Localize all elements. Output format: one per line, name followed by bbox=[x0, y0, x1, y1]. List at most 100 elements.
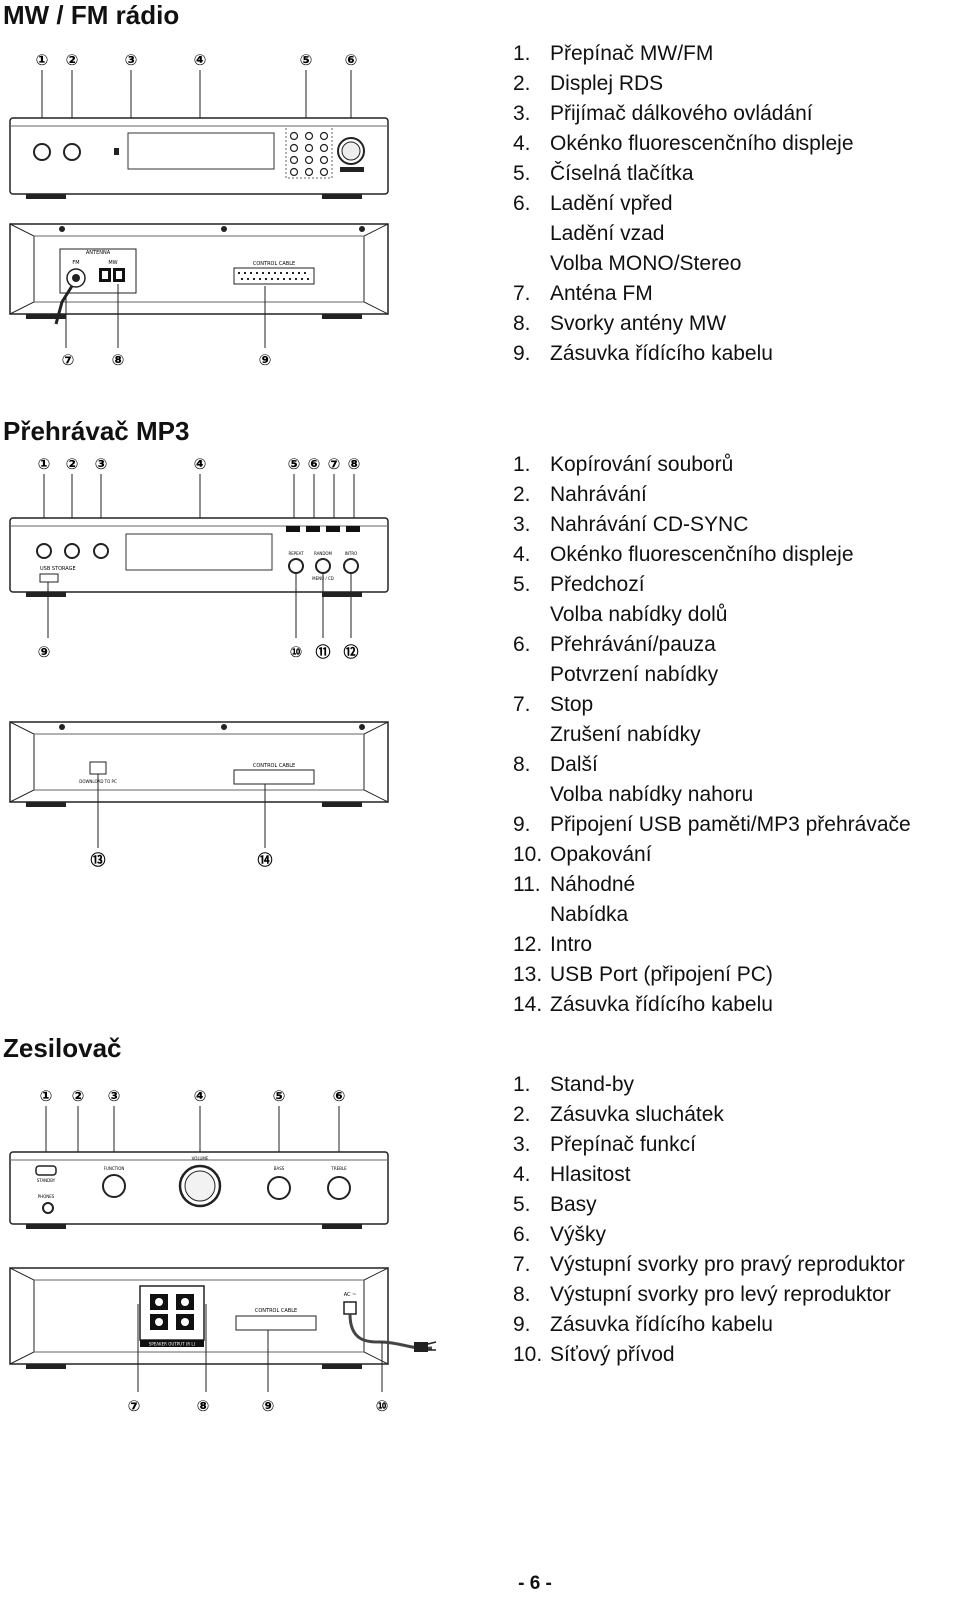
list-item: 3.Nahrávání CD-SYNC bbox=[513, 510, 911, 540]
callout-2: ② bbox=[66, 51, 79, 69]
item-text: Kopírování souborů bbox=[550, 453, 734, 476]
item-text: Displej RDS bbox=[550, 72, 664, 95]
mp3-diagram: ① ② ③ ④ ⑤ ⑥ ⑦ ⑧ USB STORAGE REPEAT RANDO… bbox=[9, 455, 389, 869]
list-item: 2.Zásuvka sluchátek bbox=[513, 1100, 905, 1130]
item-number: 3. bbox=[513, 513, 531, 536]
callout-4: ④ bbox=[194, 1087, 207, 1105]
item-number: 5. bbox=[513, 1193, 531, 1216]
list-item: Potvrzení nabídky bbox=[513, 660, 911, 690]
item-text: Okénko fluorescenčního displeje bbox=[550, 543, 854, 566]
item-number: 11. bbox=[513, 873, 541, 896]
page-number: - 6 - bbox=[518, 1573, 552, 1594]
callout-8: ⑧ bbox=[112, 351, 125, 369]
item-text: Anténa FM bbox=[550, 282, 653, 305]
list-item: 10.Síťový přívod bbox=[513, 1340, 905, 1370]
callout-9: ⑨ bbox=[262, 1397, 275, 1415]
item-number: 3. bbox=[513, 1133, 531, 1156]
standby-label: STANDBY bbox=[37, 1178, 56, 1183]
item-text: USB Port (připojení PC) bbox=[550, 963, 773, 986]
item-number: 7. bbox=[513, 1253, 531, 1276]
list-item: Ladění vzad bbox=[513, 219, 854, 249]
list-item: 9.Zásuvka řídícího kabelu bbox=[513, 1310, 905, 1340]
list-item: Volba nabídky nahoru bbox=[513, 780, 911, 810]
list-item: Nabídka bbox=[513, 900, 911, 930]
list-item: 5. Basy bbox=[513, 1190, 905, 1220]
list-item: 1.Kopírování souborů bbox=[513, 450, 911, 480]
item-number: 2. bbox=[513, 1103, 531, 1126]
callout-1: ① bbox=[38, 455, 51, 473]
item-text: Ladění vzad bbox=[550, 222, 665, 245]
item-number: 8. bbox=[513, 753, 531, 776]
radio-bottom-callouts: ⑦ ⑧ ⑨ bbox=[62, 351, 272, 369]
callout-5: ⑤ bbox=[300, 51, 313, 69]
list-item: 2. Nahrávání bbox=[513, 480, 911, 510]
item-text: Další bbox=[550, 753, 598, 776]
callout-2: ② bbox=[72, 1087, 85, 1105]
callout-7: ⑦ bbox=[328, 455, 341, 473]
control-cable-label: CONTROL CABLE bbox=[253, 763, 295, 769]
callout-8: ⑧ bbox=[348, 455, 361, 473]
item-text: Basy bbox=[550, 1193, 597, 1216]
callout-10: ⑩ bbox=[290, 643, 303, 661]
list-item: 9.Zásuvka řídícího kabelu bbox=[513, 339, 854, 369]
item-number: 6. bbox=[513, 1223, 531, 1246]
function-label: FUNCTION bbox=[104, 1166, 125, 1171]
callout-8: ⑧ bbox=[197, 1397, 210, 1415]
list-item: 12.Intro bbox=[513, 930, 911, 960]
callout-3: ③ bbox=[95, 455, 108, 473]
usb-storage-label: USB STORAGE bbox=[40, 566, 76, 572]
item-text: Zásuvka řídícího kabelu bbox=[550, 1313, 773, 1336]
section-title-amplifier: Zesilovač bbox=[3, 1033, 122, 1063]
mp3-front-panel: USB STORAGE REPEAT RANDOM INTRO MENU / C… bbox=[9, 517, 389, 597]
callout-9: ⑨ bbox=[259, 351, 272, 369]
callout-13: ⑬ bbox=[90, 851, 105, 869]
list-item: 7.Stop bbox=[513, 690, 911, 720]
list-item: 6.Přehrávání/pauza bbox=[513, 630, 911, 660]
item-text: Ladění vpřed bbox=[550, 192, 673, 215]
item-text: Přepínač funkcí bbox=[550, 1133, 696, 1156]
mp3-bottom-callouts: ⑬ ⑭ bbox=[90, 851, 272, 869]
item-text: Výstupní svorky pro pravý reproduktor bbox=[550, 1253, 905, 1276]
mp3-mid-callouts: ⑨ ⑩ ⑪ ⑫ bbox=[38, 643, 359, 661]
item-number: 8. bbox=[513, 312, 531, 335]
item-number: 10. bbox=[513, 843, 543, 866]
item-number: 4. bbox=[513, 1163, 531, 1186]
mp3-rear-panel: DOWNLOAD TO PC CONTROL CABLE bbox=[9, 721, 389, 807]
item-number: 10. bbox=[513, 1343, 543, 1366]
ac-label: AC ~ bbox=[344, 1292, 357, 1298]
amp-front-panel: STANDBY PHONES FUNCTION VOLUME BASS TREB… bbox=[9, 1151, 389, 1229]
amp-top-callouts: ① ② ③ ④ ⑤ ⑥ bbox=[40, 1087, 346, 1105]
item-number: 14. bbox=[513, 993, 543, 1016]
list-item: 8.Svorky antény MW bbox=[513, 309, 854, 339]
list-item: 1.Stand-by bbox=[513, 1070, 905, 1100]
repeat-label: REPEAT bbox=[288, 551, 304, 556]
list-item: 2.Displej RDS bbox=[513, 69, 854, 99]
list-item: 9.Připojení USB paměti/MP3 přehrávače bbox=[513, 810, 911, 840]
item-text: Stop bbox=[550, 693, 594, 716]
item-number: 9. bbox=[513, 342, 531, 365]
list-item: 11.Náhodné bbox=[513, 870, 911, 900]
item-text: Volba nabídky nahoru bbox=[550, 783, 754, 806]
phones-label: PHONES bbox=[38, 1194, 55, 1199]
item-number: 6. bbox=[513, 192, 531, 215]
item-text: Okénko fluorescenčního displeje bbox=[550, 132, 854, 155]
list-item: Volba nabídky dolů bbox=[513, 600, 911, 630]
list-item: 3.Přijímač dálkového ovládání bbox=[513, 99, 854, 129]
treble-label: TREBLE bbox=[330, 1166, 347, 1171]
item-number: 7. bbox=[513, 282, 531, 305]
mw-label: MW bbox=[108, 260, 117, 266]
amp-bottom-callouts: ⑦ ⑧ ⑨ ⑩ bbox=[128, 1397, 389, 1415]
radio-front-panel bbox=[9, 117, 389, 199]
callout-6: ⑥ bbox=[333, 1087, 346, 1105]
callout-12: ⑫ bbox=[343, 643, 358, 661]
callout-11: ⑪ bbox=[315, 643, 330, 661]
amplifier-diagram: ① ② ③ ④ ⑤ ⑥ STANDBY PHONES FUNCTION VOLU… bbox=[9, 1087, 437, 1415]
callout-2: ② bbox=[66, 455, 79, 473]
callout-1: ① bbox=[36, 51, 49, 69]
item-text: Potvrzení nabídky bbox=[550, 663, 719, 686]
callout-4: ④ bbox=[194, 51, 207, 69]
item-text: Nahrávání bbox=[550, 483, 647, 506]
item-number: 2. bbox=[513, 483, 531, 506]
